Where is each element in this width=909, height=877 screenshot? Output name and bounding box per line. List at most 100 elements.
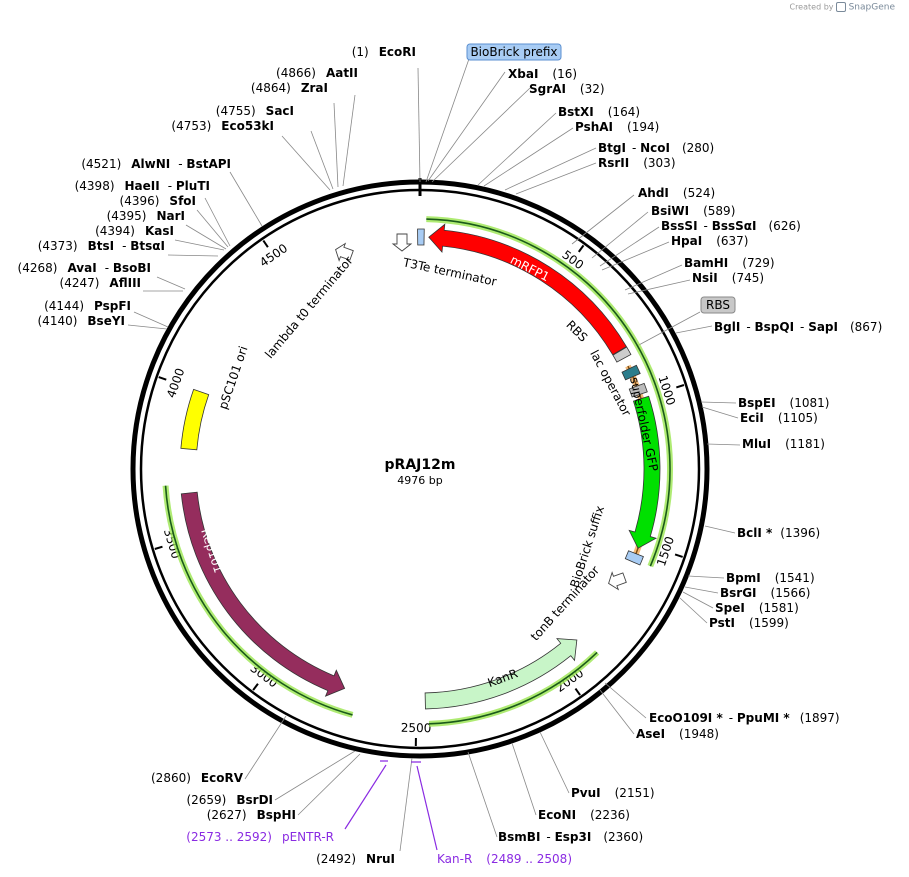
site-mlui[interactable]: MluI(1181)	[742, 437, 825, 451]
snapgene-brand: SnapGene	[848, 2, 895, 13]
feature-label-rbs: RBS	[563, 318, 590, 345]
highlight-kanr-line	[428, 651, 598, 725]
site-avai[interactable]: (4268)AvaI- BsoBI	[18, 261, 151, 275]
leader-line	[167, 254, 219, 257]
pill-rbs[interactable]: RBS	[700, 296, 736, 314]
site-asei[interactable]: AseI(1948)	[636, 727, 719, 741]
site-bgli[interactable]: BglI- BspQI- SapI(867)	[714, 320, 882, 334]
site-bcli[interactable]: BclI *(1396)	[737, 526, 820, 540]
site-bsiwi[interactable]: BsiWI(589)	[651, 204, 735, 218]
site-saci[interactable]: (4755)SacI	[216, 104, 294, 118]
site-haeii[interactable]: (4398)HaeII- PluTI	[75, 179, 210, 193]
feature-mrfp1[interactable]	[428, 223, 627, 356]
site-nari[interactable]: (4395)NarI	[107, 209, 185, 223]
leader-line	[196, 209, 229, 248]
feature-rbs-block[interactable]	[612, 346, 632, 363]
site-bamhi[interactable]: BamHI(729)	[684, 256, 775, 270]
site-sgrai[interactable]: SgrAI(32)	[529, 82, 605, 96]
leader-line	[229, 171, 263, 227]
site-bsrgi[interactable]: BsrGI(1566)	[720, 586, 810, 600]
pill-biobrick-prefix[interactable]: BioBrick prefix	[466, 43, 562, 61]
created-by-text: Created by	[789, 2, 834, 12]
site-sfoi[interactable]: (4396)SfoI	[120, 194, 196, 208]
site-eco53ki[interactable]: (4753)Eco53kI	[171, 119, 274, 133]
tick-4500	[262, 239, 269, 248]
site-psti[interactable]: PstI(1599)	[709, 616, 789, 630]
restriction-site-labels: (1)EcoRI (4866)AatII (4864)ZraI (4755)Sa…	[18, 45, 883, 866]
site-btgi[interactable]: BtgI- NcoI(280)	[598, 141, 714, 155]
leader-line	[156, 276, 186, 290]
site-kasi[interactable]: (4394)KasI	[95, 224, 174, 238]
site-pshai[interactable]: PshAI(194)	[575, 120, 659, 134]
leader-line	[483, 127, 574, 187]
site-ecorv[interactable]: (2860)EcoRV	[151, 771, 244, 785]
leader-line	[636, 311, 701, 347]
site-bpmi[interactable]: BpmI(1541)	[726, 571, 815, 585]
feature-t3te-arrow[interactable]	[391, 233, 413, 252]
feature-arrows	[180, 223, 661, 710]
leader-line	[599, 226, 660, 267]
site-bseyi[interactable]: (4140)BseYI	[38, 314, 126, 328]
site-zrai[interactable]: (4864)ZraI	[251, 81, 328, 95]
feature-kanr[interactable]	[424, 638, 578, 710]
site-pvui[interactable]: PvuI(2151)	[571, 786, 655, 800]
site-ecoo109i[interactable]: EcoO109I *- PpuMI *(1897)	[649, 711, 840, 725]
pill-rbs-label: RBS	[706, 298, 730, 312]
site-rsrii[interactable]: RsrII(303)	[598, 156, 676, 170]
feature-rep101[interactable]	[180, 491, 346, 697]
feature-label-tonb: tonB terminator	[528, 563, 602, 643]
feature-sfgfp[interactable]	[628, 395, 661, 549]
site-ahdi[interactable]: AhdI(524)	[638, 186, 715, 200]
primer-line-kan-r	[411, 761, 438, 851]
feature-tonb-arrow[interactable]	[606, 569, 628, 592]
site-btsi[interactable]: (4373)BtsI- BtsαI	[38, 239, 165, 253]
site-aatii[interactable]: (4866)AatII	[276, 66, 358, 80]
site-spei[interactable]: SpeI(1581)	[715, 601, 799, 615]
site-hpai[interactable]: HpaI(637)	[671, 234, 748, 248]
site-bsmbi[interactable]: BsmBI- Esp3I(2360)	[498, 830, 643, 844]
leader-line	[700, 401, 737, 404]
leader-line	[185, 224, 227, 250]
site-nrui[interactable]: (2492)NruI	[316, 852, 395, 866]
snapgene-credit: Created by SnapGene	[789, 2, 895, 13]
site-bsrdi[interactable]: (2659)BsrDI	[186, 793, 273, 807]
site-ecori[interactable]: (1)EcoRI	[352, 45, 416, 59]
feature-rbs2-block[interactable]	[628, 382, 648, 398]
site-xbai[interactable]: XbaI(16)	[508, 67, 577, 81]
site-bspei[interactable]: BspEI(1081)	[738, 396, 829, 410]
leader-line	[127, 324, 168, 330]
leader-line	[204, 197, 231, 247]
primer-pentr-r[interactable]: (2573 .. 2592)pENTR-R	[186, 830, 334, 844]
site-econi[interactable]: EcoNI(2236)	[538, 808, 630, 822]
site-ecii[interactable]: EciI(1105)	[740, 411, 818, 425]
leader-line	[477, 112, 557, 186]
site-bsssi[interactable]: BssSI- BssSαI(626)	[661, 219, 801, 233]
leader-line	[706, 443, 741, 446]
site-nsii[interactable]: NsiI(745)	[692, 271, 764, 285]
leader-line	[701, 406, 739, 419]
site-pspfi[interactable]: (4144)PspFI	[44, 299, 131, 313]
leader-line	[310, 130, 334, 190]
site-bsphi[interactable]: (2627)BspHI	[207, 808, 296, 822]
site-alwni[interactable]: (4521)AlwNI- BstAPI	[81, 157, 231, 171]
feature-biobrick-prefix-block[interactable]	[417, 228, 425, 246]
leader-line	[342, 94, 356, 187]
leader-line	[627, 279, 691, 295]
leader-line	[539, 731, 570, 794]
leader-line	[679, 597, 708, 624]
feature-lambda-t0-arrow[interactable]	[333, 241, 355, 264]
leader-line	[599, 689, 635, 735]
leader-line	[431, 87, 531, 183]
site-afliii[interactable]: (4247)AflIII	[60, 276, 141, 290]
site-bstxi[interactable]: BstXI(164)	[558, 105, 640, 119]
feature-label-t3te: T3Te terminator	[401, 255, 498, 289]
feature-psc101-ori[interactable]	[180, 388, 210, 451]
primer-kan-r[interactable]: Kan-R(2489 .. 2508)	[437, 852, 572, 866]
feature-biobrick-suffix-block[interactable]	[624, 550, 644, 566]
feature-lac-operator-block[interactable]	[621, 364, 641, 381]
tick-2000	[574, 687, 581, 696]
leader-line	[682, 591, 714, 609]
primer-line-pentr-r	[344, 760, 388, 830]
feature-label-psc101-ori: pSC101 ori	[216, 344, 251, 411]
leader-line	[281, 135, 331, 191]
